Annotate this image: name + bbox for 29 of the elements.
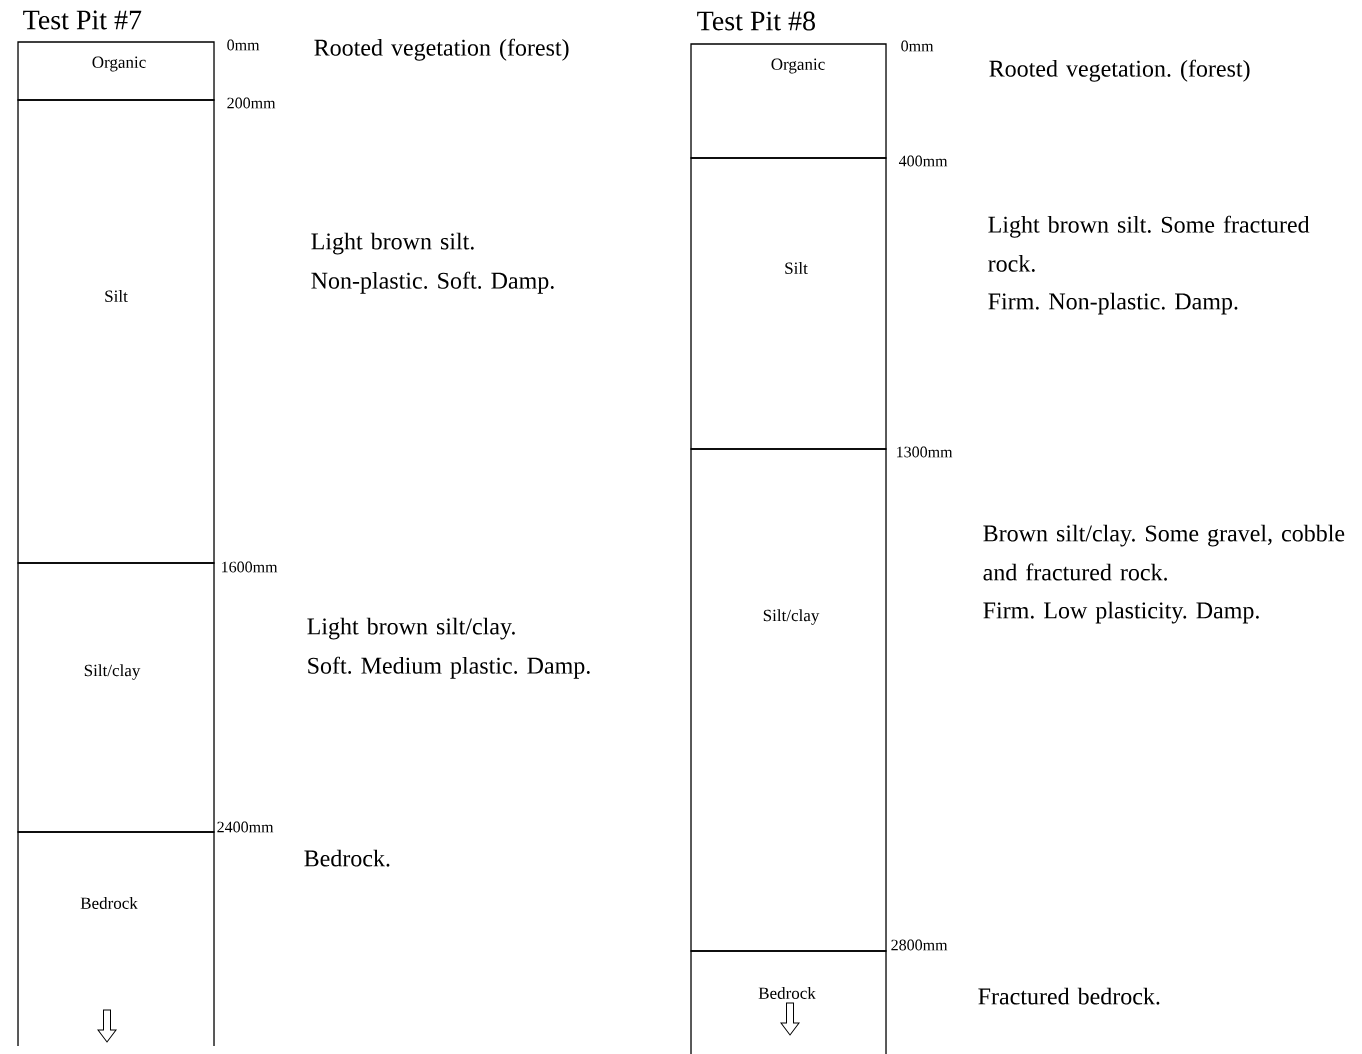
layer-description: Light brown silt/clay.	[307, 617, 515, 640]
layer-description: Light brown silt.	[311, 232, 474, 255]
layer-description: Firm. Low plasticity. Damp.	[983, 601, 1259, 624]
depth-label: 2800mm	[891, 939, 948, 951]
depth-label: 0mm	[901, 40, 934, 52]
depth-label: 2400mm	[217, 821, 274, 833]
soil-layer: Silt/clay	[690, 448, 887, 952]
depth-label: 1300mm	[897, 446, 953, 458]
layer-description: Light brown silt. Some fractured rock.	[988, 215, 1310, 272]
soil-layer: Bedrock	[690, 950, 887, 1054]
depth-label: 0mm	[227, 39, 260, 51]
soil-layer: Organic	[17, 41, 215, 101]
soil-layer: Organic	[690, 43, 887, 159]
layer-description: Bedrock.	[304, 849, 390, 867]
layer-description: Fractured bedrock.	[978, 987, 1160, 1005]
pit-title: Test Pit #7	[23, 10, 142, 30]
layer-description: Soft. Medium plastic. Damp.	[308, 656, 590, 679]
layer-description: Brown silt/clay. Some gravel, cobble and fractured rock.	[983, 524, 1345, 581]
soil-layer: Bedrock	[17, 831, 215, 1047]
layer-description: Non-plastic. Soft. Damp.	[311, 271, 554, 294]
layer-description: Rooted vegetation (forest)	[314, 38, 569, 61]
depth-label: 400mm	[898, 155, 948, 167]
layer-description: Rooted vegetation. (forest)	[989, 59, 1250, 82]
soil-layer: Silt/clay	[17, 562, 215, 833]
soil-layer: Silt	[690, 157, 887, 450]
depth-label: 1600mm	[222, 561, 278, 573]
soil-layer: Silt	[17, 99, 215, 564]
layer-description: Firm. Non-plastic. Damp.	[988, 292, 1238, 315]
depth-label: 200mm	[227, 97, 276, 109]
